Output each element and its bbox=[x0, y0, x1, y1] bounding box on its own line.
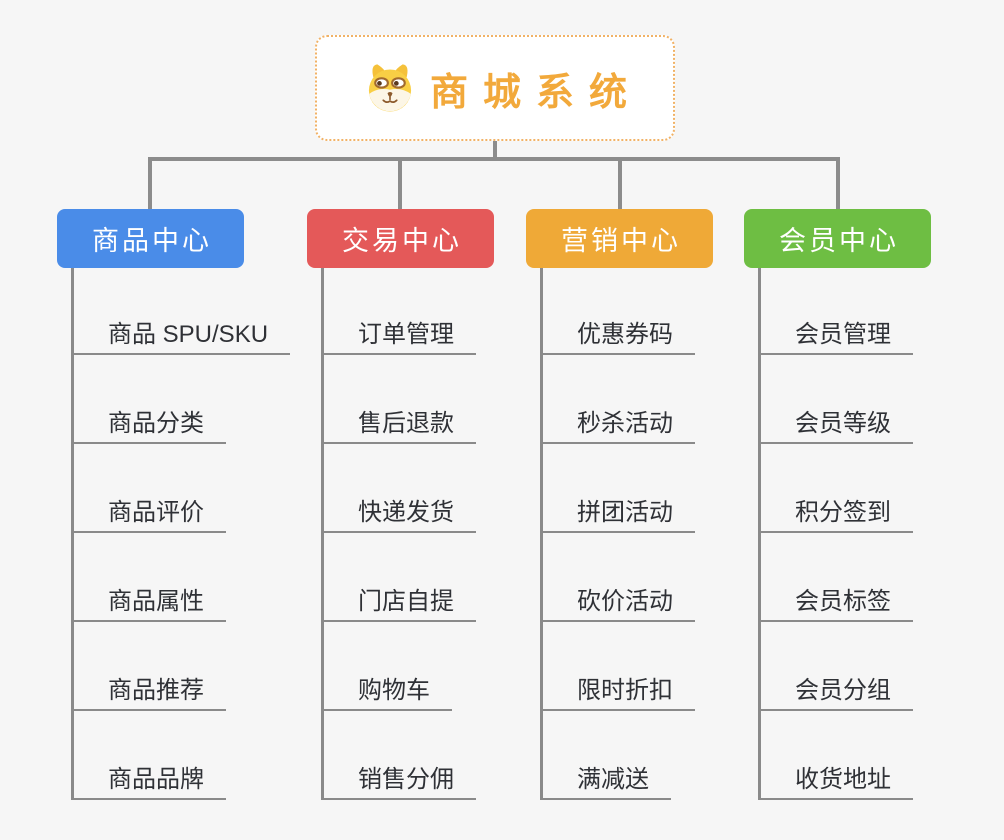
leaf-topic[interactable]: 砍价活动 bbox=[543, 584, 695, 622]
branch-label: 营销中心 bbox=[561, 226, 681, 256]
leaf-column-product: 商品 SPU/SKU 商品分类 商品评价 商品属性 商品推荐 商品品牌 bbox=[71, 268, 291, 800]
branch-label: 交易中心 bbox=[342, 226, 462, 256]
leaf-topic[interactable]: 收货地址 bbox=[761, 762, 913, 800]
leaf-topic[interactable]: 商品属性 bbox=[74, 584, 226, 622]
connector-drop-trade bbox=[398, 159, 402, 210]
leaf-topic[interactable]: 满减送 bbox=[543, 762, 671, 800]
leaf-topic[interactable]: 会员分组 bbox=[761, 673, 913, 711]
connector-drop-member bbox=[836, 159, 840, 210]
leaf-topic[interactable]: 会员等级 bbox=[761, 406, 913, 444]
branch-box-product-center[interactable]: 商品中心 bbox=[57, 209, 244, 268]
branch-box-trade-center[interactable]: 交易中心 bbox=[307, 209, 494, 268]
leaf-column-member: 会员管理 会员等级 积分签到 会员标签 会员分组 收货地址 bbox=[758, 268, 913, 800]
branch-box-marketing-center[interactable]: 营销中心 bbox=[526, 209, 713, 268]
leaf-column-marketing: 优惠券码 秒杀活动 拼团活动 砍价活动 限时折扣 满减送 bbox=[540, 268, 695, 800]
connector-drop-marketing bbox=[618, 159, 622, 210]
leaf-topic[interactable]: 会员管理 bbox=[761, 317, 913, 355]
leaf-topic[interactable]: 购物车 bbox=[324, 673, 452, 711]
branch-box-member-center[interactable]: 会员中心 bbox=[744, 209, 931, 268]
leaf-topic[interactable]: 秒杀活动 bbox=[543, 406, 695, 444]
leaf-topic[interactable]: 销售分佣 bbox=[324, 762, 476, 800]
leaf-topic[interactable]: 快递发货 bbox=[324, 495, 476, 533]
leaf-topic[interactable]: 拼团活动 bbox=[543, 495, 695, 533]
root-node[interactable]: 商城系统 bbox=[315, 35, 675, 141]
leaf-topic[interactable]: 限时折扣 bbox=[543, 673, 695, 711]
leaf-topic[interactable]: 优惠券码 bbox=[543, 317, 695, 355]
leaf-column-trade: 订单管理 售后退款 快递发货 门店自提 购物车 销售分佣 bbox=[321, 268, 476, 800]
leaf-topic[interactable]: 售后退款 bbox=[324, 406, 476, 444]
connector-drop-product bbox=[148, 159, 152, 210]
leaf-topic[interactable]: 积分签到 bbox=[761, 495, 913, 533]
connector-root-stub bbox=[493, 141, 497, 159]
branch-label: 会员中心 bbox=[779, 226, 899, 256]
leaf-topic[interactable]: 门店自提 bbox=[324, 584, 476, 622]
leaf-topic[interactable]: 商品分类 bbox=[74, 406, 226, 444]
dog-face-icon bbox=[368, 64, 412, 112]
branch-label: 商品中心 bbox=[92, 226, 212, 256]
leaf-topic[interactable]: 商品品牌 bbox=[74, 762, 226, 800]
leaf-topic[interactable]: 商品评价 bbox=[74, 495, 226, 533]
leaf-topic[interactable]: 订单管理 bbox=[324, 317, 476, 355]
connector-horizontal bbox=[148, 157, 840, 161]
root-title: 商城系统 bbox=[429, 71, 642, 114]
leaf-topic[interactable]: 商品 SPU/SKU bbox=[74, 317, 291, 355]
leaf-topic[interactable]: 商品推荐 bbox=[74, 673, 226, 711]
leaf-topic[interactable]: 会员标签 bbox=[761, 584, 913, 622]
